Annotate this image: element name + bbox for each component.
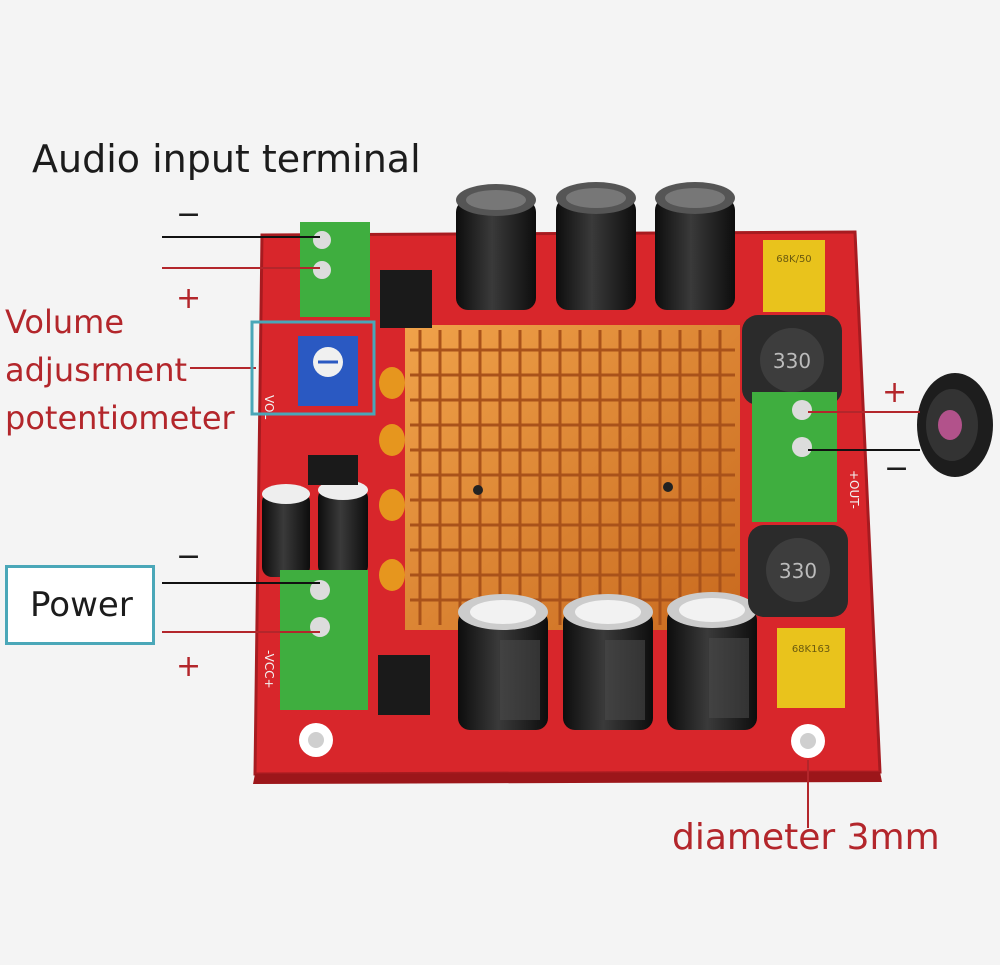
speaker-minus-sign: − <box>884 451 910 486</box>
svg-text:68K163: 68K163 <box>792 644 830 655</box>
power-plus-sign: + <box>176 649 202 684</box>
diameter-label: diameter 3mm <box>672 817 940 858</box>
volume-label-line3: potentiometer <box>5 399 235 437</box>
capacitor-bottom-2 <box>563 594 653 730</box>
inductor-bottom: 330 <box>748 525 848 617</box>
volume-highlight-box <box>250 320 376 416</box>
capacitor-top-1 <box>456 184 536 310</box>
capacitor-bottom-3 <box>667 592 757 730</box>
diode-top <box>380 270 432 328</box>
pcb-edge <box>253 772 882 784</box>
mounting-hole-left <box>299 723 333 757</box>
capacitor-top-3 <box>655 182 735 310</box>
svg-text:68K/50: 68K/50 <box>776 254 811 265</box>
film-capacitor-bottom: 68K163 <box>777 628 845 708</box>
volume-label-line1: Volume <box>5 303 125 341</box>
terminal-speaker-output <box>752 392 837 522</box>
svg-text:VOL: VOL <box>262 395 276 419</box>
speaker-plus-sign: + <box>882 375 908 410</box>
heatsink <box>405 325 740 630</box>
mounting-hole-right <box>791 724 825 758</box>
heatsink-fins <box>410 330 735 625</box>
diode-bottom <box>378 655 430 715</box>
power-label: Power <box>5 565 155 645</box>
speaker-icon <box>917 373 993 477</box>
terminal-power <box>280 570 368 710</box>
ceramic-capacitors <box>379 367 405 591</box>
capacitor-small-2 <box>318 480 368 576</box>
audio-input-label: Audio input terminal <box>32 137 421 181</box>
capacitor-small-1 <box>262 484 310 577</box>
inductor-top: 330 <box>742 315 842 405</box>
svg-text:330: 330 <box>773 349 811 373</box>
volume-label-line2: adjusrment <box>5 351 188 389</box>
audio-minus-sign: − <box>176 197 202 232</box>
svg-text:330: 330 <box>779 559 817 583</box>
film-capacitor-top: 68K/50 <box>763 240 825 312</box>
audio-plus-sign: + <box>176 281 202 316</box>
capacitor-top-2 <box>556 182 636 310</box>
svg-text:+OUT-: +OUT- <box>847 470 861 509</box>
power-minus-sign: − <box>176 539 202 574</box>
capacitor-bottom-1 <box>458 594 548 730</box>
ic-chip <box>308 455 358 485</box>
svg-text:-VCC+: -VCC+ <box>262 650 276 689</box>
